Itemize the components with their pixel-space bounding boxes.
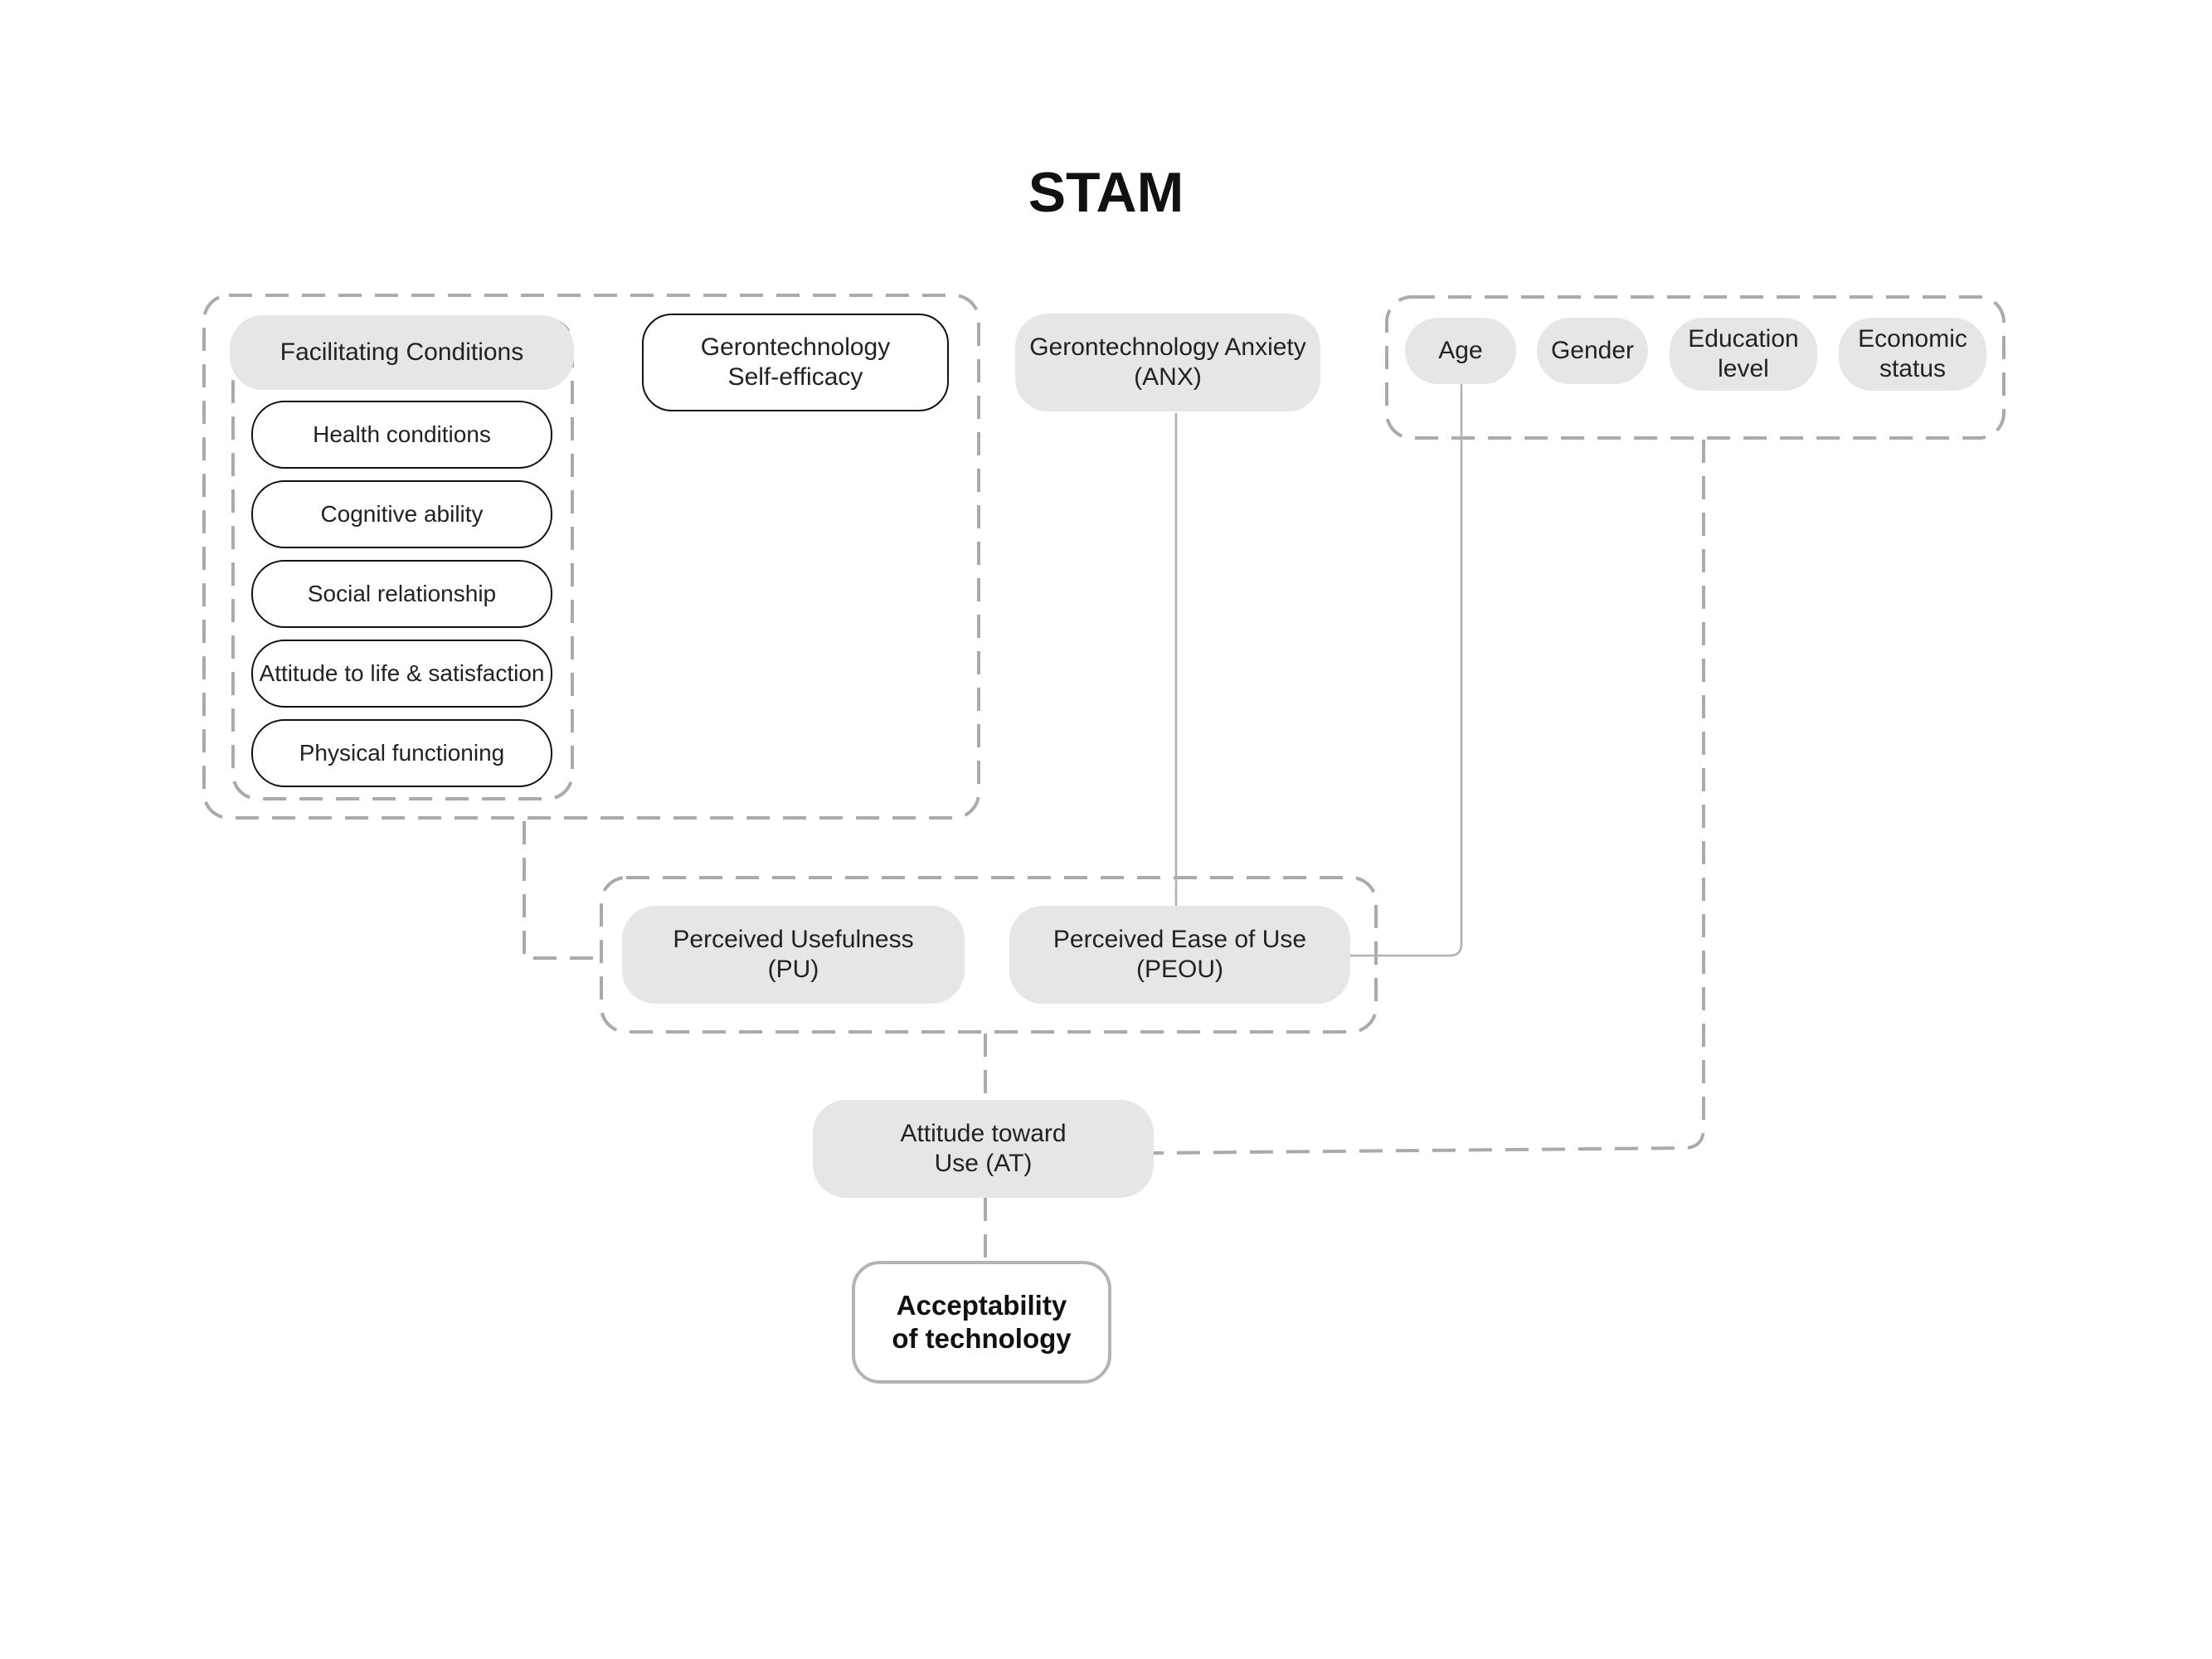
self-efficacy-node: Gerontechnology Self-efficacy (642, 314, 949, 411)
gender-node: Gender (1537, 318, 1648, 384)
group-demographics (1385, 295, 2005, 440)
pu-line1: Perceived Usefulness (673, 926, 914, 953)
health-conditions-node: Health conditions (251, 401, 552, 469)
group-facilitating-and-efficacy (202, 294, 980, 820)
social-relationship-node: Social relationship (251, 560, 552, 628)
economic-line1: Economic (1858, 325, 1967, 353)
social-relationship-label: Social relationship (307, 581, 497, 606)
self-efficacy-line2: Self-efficacy (727, 363, 863, 391)
attitude-to-life-node: Attitude to life & satisfaction (251, 640, 552, 708)
peou-line1: Perceived Ease of Use (1053, 926, 1307, 953)
diagram-title: STAM (1028, 161, 1184, 224)
age-label: Age (1438, 337, 1483, 364)
self-efficacy-line1: Gerontechnology (700, 333, 891, 361)
age-node: Age (1405, 318, 1516, 384)
acceptability-line1: Acceptability (896, 1290, 1067, 1321)
cognitive-ability-label: Cognitive ability (320, 501, 484, 527)
gender-label: Gender (1550, 337, 1635, 364)
economic-line2: status (1879, 355, 1947, 382)
peou-line2: (PEOU) (1136, 956, 1223, 983)
physical-functioning-node: Physical functioning (251, 719, 552, 787)
attitude-line2: Use (AT) (934, 1150, 1033, 1177)
connector-facilitating-to-pu (523, 821, 601, 960)
connector-demographics-to-attitude (1152, 440, 1705, 1155)
anxiety-node: Gerontechnology Anxiety (ANX) (1015, 314, 1320, 411)
health-conditions-label: Health conditions (313, 421, 491, 447)
facilitating-conditions-node: Facilitating Conditions (230, 315, 574, 390)
perceived-ease-of-use-node: Perceived Ease of Use (PEOU) (1009, 906, 1350, 1004)
acceptability-node: Acceptability of technology (852, 1261, 1111, 1384)
education-line2: level (1718, 355, 1769, 382)
connector-age-to-peou (1348, 384, 1463, 957)
attitude-to-life-label: Attitude to life & satisfaction (259, 660, 545, 686)
facilitating-conditions-label: Facilitating Conditions (280, 338, 524, 366)
perceived-usefulness-node: Perceived Usefulness (PU) (622, 906, 965, 1004)
anxiety-line2: (ANX) (1134, 363, 1202, 391)
physical-functioning-label: Physical functioning (299, 740, 505, 766)
pu-line2: (PU) (767, 956, 819, 983)
education-line1: Education (1688, 325, 1799, 353)
attitude-toward-use-node: Attitude toward Use (AT) (813, 1100, 1154, 1198)
education-level-node: Education level (1670, 318, 1817, 391)
economic-status-node: Economic status (1839, 318, 1986, 391)
acceptability-line2: of technology (892, 1323, 1072, 1354)
anxiety-line1: Gerontechnology Anxiety (1029, 333, 1306, 361)
attitude-line1: Attitude toward (900, 1120, 1067, 1147)
cognitive-ability-node: Cognitive ability (251, 480, 552, 548)
